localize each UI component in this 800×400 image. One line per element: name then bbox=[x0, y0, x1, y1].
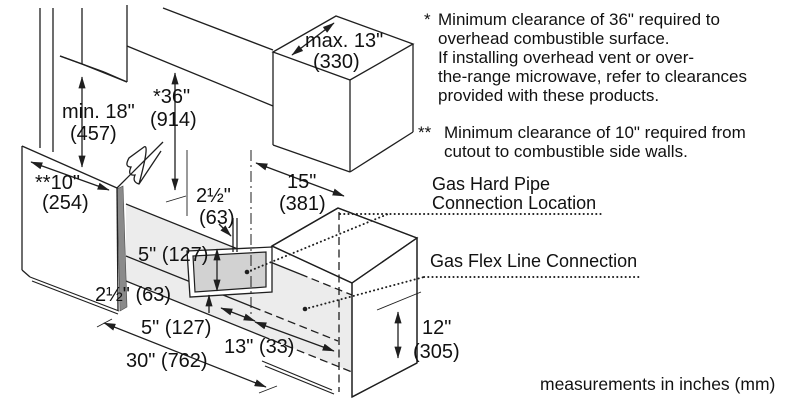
note1-line5: provided with these products. bbox=[438, 86, 659, 105]
left-base-cabinet bbox=[21, 141, 164, 315]
dim-line-13 bbox=[254, 321, 335, 352]
callout-hard-pipe-line2: Connection Location bbox=[432, 193, 596, 213]
footer-units-note: measurements in inches (mm) bbox=[540, 374, 775, 394]
band-top-edge-hidden bbox=[299, 273, 353, 296]
hood-bottom-3 bbox=[59, 55, 105, 73]
soffit-bottom-edge bbox=[126, 45, 274, 107]
dim-line-15 bbox=[255, 162, 345, 197]
left-cabinet-top-depth-edge bbox=[116, 141, 164, 189]
hard-pipe-leader-diagonal bbox=[246, 213, 389, 273]
dim-line-30 bbox=[103, 322, 267, 388]
dim-label-13: 13" (33) bbox=[224, 336, 294, 358]
dim-label-min18-in: min. 18" bbox=[62, 101, 135, 123]
note1-line3: If installing overhead vent or over- bbox=[438, 48, 694, 67]
hood-bottom-4 bbox=[103, 71, 128, 83]
cutout-inner bbox=[192, 251, 267, 293]
callout-flex-line: Gas Flex Line Connection bbox=[430, 251, 637, 271]
dim-label-15-mm: (381) bbox=[279, 193, 326, 215]
note2-line1: Minimum clearance of 10" required from bbox=[444, 123, 746, 142]
floor-line-2 bbox=[264, 365, 335, 395]
dim-label-36-in: *36" bbox=[153, 86, 190, 108]
dim-label-10-in: **10" bbox=[35, 172, 80, 194]
dim-label-12-in: 12" bbox=[422, 317, 451, 339]
floor-line-1 bbox=[261, 360, 333, 391]
dimension-labels: min. 18" (457) *36" (914) max. 13" (330)… bbox=[35, 30, 460, 372]
right-cabinet-top-right-edge bbox=[337, 207, 418, 239]
right-cabinet-top-front-edge bbox=[351, 237, 418, 284]
leader-lines bbox=[244, 213, 641, 312]
cube-bottom-left bbox=[272, 144, 351, 173]
dim-label-15-in: 15" bbox=[287, 171, 316, 193]
right-cabinet-top-back-edge bbox=[271, 207, 339, 247]
dim-arrow-2half-top bbox=[218, 223, 232, 237]
dim-36-extension-tick bbox=[165, 195, 187, 203]
note1-line1: Minimum clearance of 36" required to bbox=[438, 10, 720, 29]
dim-30-tick-left bbox=[96, 318, 113, 328]
dim-label-30: 30" (762) bbox=[126, 350, 208, 372]
dim-label-5-bottom: 5" (127) bbox=[141, 317, 211, 339]
cube-bottom-right bbox=[349, 131, 414, 173]
gas-pipe-stub bbox=[232, 218, 238, 252]
dim-label-10-mm: (254) bbox=[42, 192, 89, 214]
dim-label-5-left: 5" (127) bbox=[138, 244, 208, 266]
dim-line-5-bottom bbox=[220, 307, 256, 322]
dim-label-2half-top-in: 2½" bbox=[196, 185, 231, 207]
dim-30-tick-right bbox=[258, 385, 278, 394]
note1-line2: overhead combustible surface. bbox=[438, 29, 670, 48]
dimension-lines bbox=[30, 22, 422, 394]
overhead-soffit bbox=[126, 7, 274, 107]
callout-hard-pipe-line1: Gas Hard Pipe bbox=[432, 174, 550, 194]
left-cabinet-toe-kick-1 bbox=[29, 276, 120, 312]
right-base-cabinet bbox=[261, 207, 418, 398]
note2-line2: cutout to combustible side walls. bbox=[444, 142, 688, 161]
range-hood-duct bbox=[59, 5, 162, 185]
left-cabinet-toe-step bbox=[21, 269, 31, 278]
dim-label-36-mm: (914) bbox=[150, 109, 197, 131]
note1-marker: * bbox=[424, 10, 431, 29]
dim-label-2half-top-mm: (63) bbox=[199, 207, 235, 229]
note1-line4: the-range microwave, refer to clearances bbox=[438, 67, 747, 86]
note2-marker: ** bbox=[418, 123, 432, 142]
left-cabinet-right-edge bbox=[116, 187, 119, 311]
callout-labels: Gas Hard Pipe Connection Location Gas Fl… bbox=[430, 174, 637, 271]
left-cabinet-side-panel bbox=[116, 185, 128, 312]
dim-label-2half-bottom: 2½" (63) bbox=[95, 284, 171, 306]
dim-12-extension-tick bbox=[376, 291, 422, 311]
clearance-notes: * Minimum clearance of 36" required to o… bbox=[418, 10, 775, 394]
flex-leader-diagonal bbox=[304, 276, 425, 310]
right-cabinet-bottom-front-edge bbox=[351, 362, 418, 398]
dim-label-12-mm: (305) bbox=[413, 341, 460, 363]
dim-line-max13 bbox=[291, 22, 335, 56]
flex-conduit-curl bbox=[126, 146, 162, 185]
dim-label-min18-mm: (457) bbox=[70, 123, 117, 145]
soffit-top-edge bbox=[162, 7, 274, 51]
dim-line-10 bbox=[30, 161, 110, 191]
wall-chimney bbox=[39, 8, 54, 152]
dim-label-max13-mm: (330) bbox=[313, 51, 360, 73]
dim-label-max13-in: max. 13" bbox=[305, 30, 383, 52]
left-cabinet-toe-kick-2 bbox=[31, 280, 119, 315]
